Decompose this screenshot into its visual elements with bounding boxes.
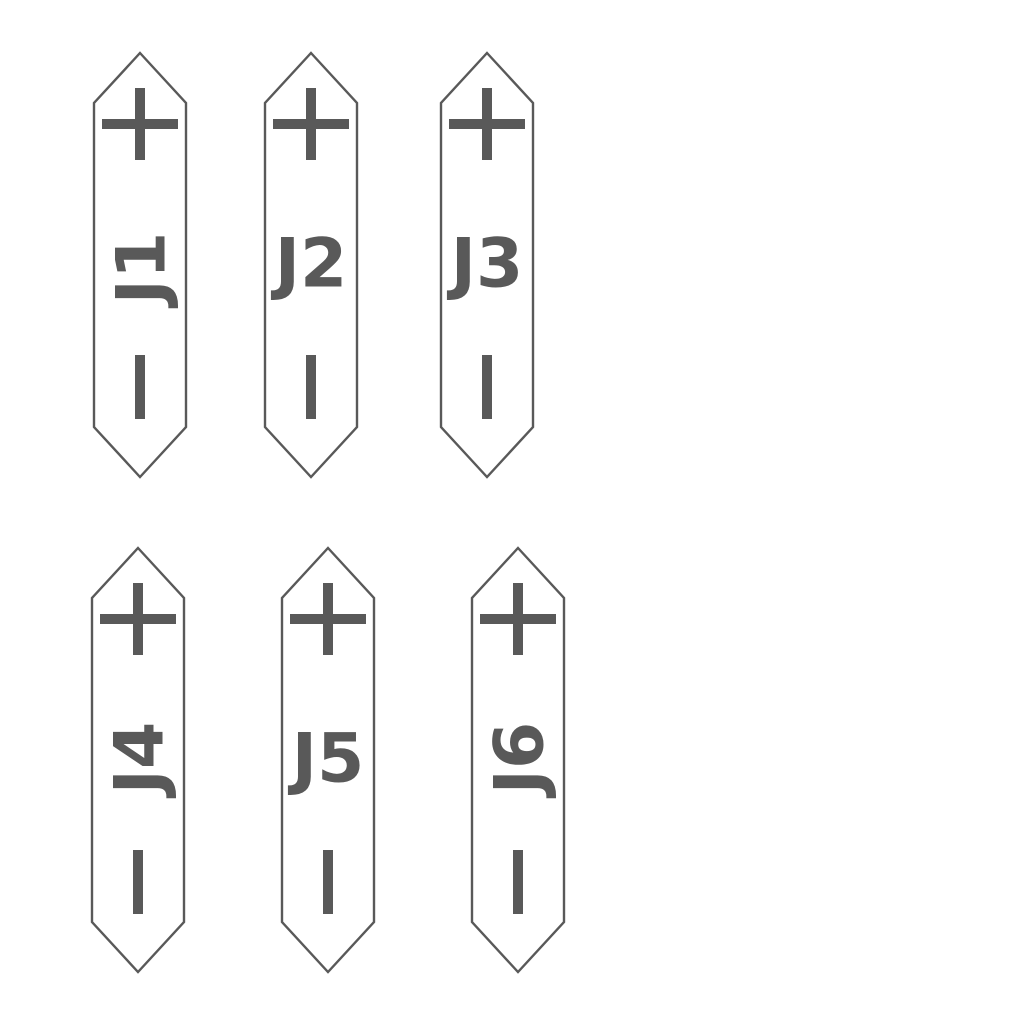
connector-j1: J1 xyxy=(92,51,188,479)
connector-j6-negative-terminal xyxy=(513,850,523,914)
connector-j4-outline xyxy=(90,546,186,974)
connector-j1-label: J1 xyxy=(103,232,182,309)
connector-j5: J5 xyxy=(280,546,376,974)
connector-j4-positive-terminal xyxy=(100,583,176,655)
connector-j2-positive-terminal xyxy=(273,88,349,160)
connector-j3-negative-terminal xyxy=(482,355,492,419)
connector-j3-label: J3 xyxy=(447,225,524,304)
connector-j6-label: J6 xyxy=(481,722,560,799)
connector-j5-positive-terminal xyxy=(290,583,366,655)
connector-j6-positive-terminal xyxy=(480,583,556,655)
connector-j1-positive-terminal xyxy=(102,88,178,160)
connector-j2-label: J2 xyxy=(271,225,348,304)
connector-j2: J2 xyxy=(263,51,359,479)
connector-j2-outline xyxy=(263,51,359,479)
connector-j6-outline xyxy=(470,546,566,974)
connector-j4: J4 xyxy=(90,546,186,974)
connector-j2-negative-terminal xyxy=(306,355,316,419)
connector-j3: J3 xyxy=(439,51,535,479)
connector-j3-positive-terminal xyxy=(449,88,525,160)
connector-j3-outline xyxy=(439,51,535,479)
connector-j5-outline xyxy=(280,546,376,974)
connector-j5-label: J5 xyxy=(288,720,365,799)
connector-j4-label: J4 xyxy=(101,722,180,799)
connector-j1-outline xyxy=(92,51,188,479)
connector-j6: J6 xyxy=(470,546,566,974)
connector-j4-negative-terminal xyxy=(133,850,143,914)
connector-j1-negative-terminal xyxy=(135,355,145,419)
connector-j5-negative-terminal xyxy=(323,850,333,914)
